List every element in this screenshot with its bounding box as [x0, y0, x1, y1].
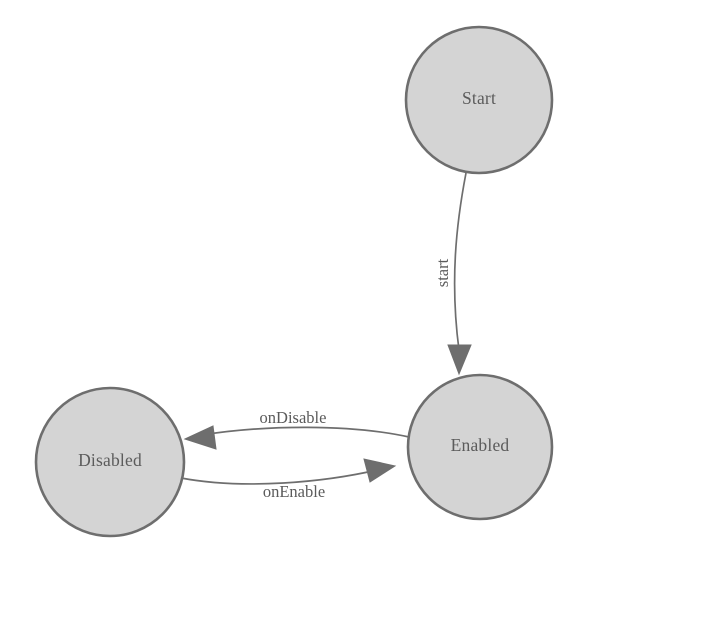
- edge-disabled-enabled[interactable]: onEnable: [180, 458, 397, 501]
- arrowhead-icon: [183, 425, 217, 450]
- edge-start-enabled-label: start: [433, 258, 452, 287]
- node-enabled[interactable]: Enabled: [406, 373, 554, 521]
- edge-layer: start onDisable onEnable: [180, 172, 472, 501]
- node-enabled-label: Enabled: [451, 435, 510, 455]
- node-disabled-circle[interactable]: [34, 386, 186, 538]
- edge-start-enabled-line: [453, 172, 467, 351]
- node-enabled-circle[interactable]: [406, 373, 554, 521]
- edge-start-enabled[interactable]: start: [433, 172, 472, 376]
- node-start-label: Start: [462, 88, 496, 108]
- node-layer: Start Disabled Enabled: [34, 25, 554, 538]
- arrowhead-icon: [363, 458, 397, 483]
- node-start-circle[interactable]: [404, 25, 554, 175]
- node-disabled-label: Disabled: [78, 450, 142, 470]
- edge-enabled-disabled-line: [201, 426, 410, 438]
- node-start[interactable]: Start: [404, 25, 554, 175]
- arrowhead-icon: [447, 344, 472, 376]
- edge-enabled-disabled-label: onDisable: [260, 408, 327, 427]
- edge-disabled-enabled-line: [180, 469, 378, 485]
- edge-enabled-disabled[interactable]: onDisable: [183, 408, 410, 450]
- node-disabled[interactable]: Disabled: [34, 386, 186, 538]
- edge-disabled-enabled-label: onEnable: [263, 482, 325, 501]
